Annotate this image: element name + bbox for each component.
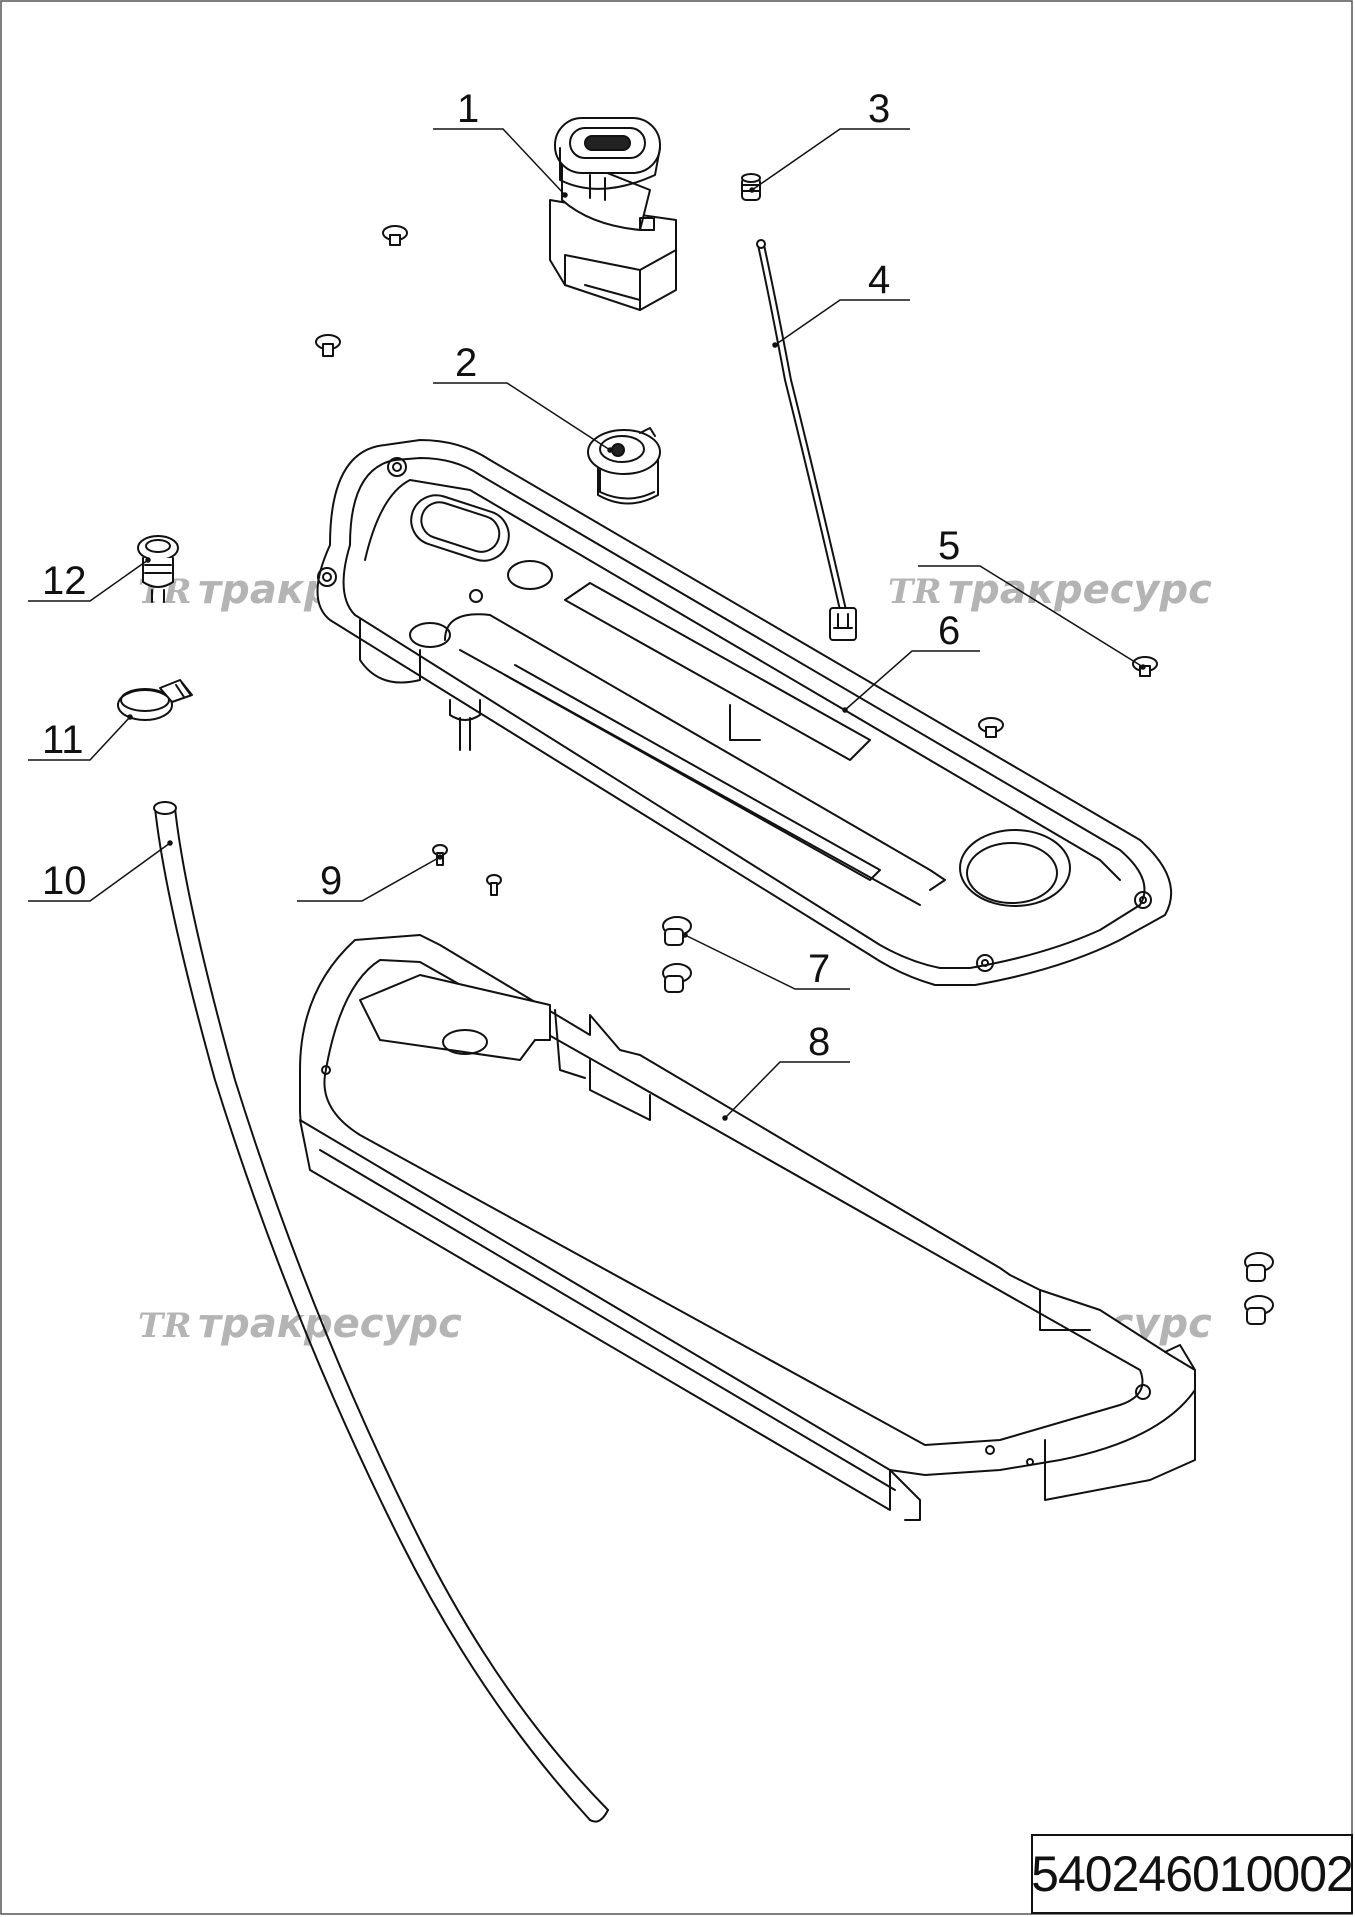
callout-5: 5 [938,524,960,568]
callout-9: 9 [320,859,342,903]
callout-numbers: 1 2 3 4 5 6 7 8 9 10 11 12 [42,87,960,1064]
part-hose-clamp [117,679,193,721]
watermark-bottom-left: TR тракресурс [138,1301,462,1347]
callout-7: 7 [808,947,830,991]
part-switch [549,117,677,311]
part-bumpers-7 [662,916,1274,1325]
part-wire-harness [756,239,857,641]
callout-11: 11 [42,718,84,762]
watermark-top-right: TR тракресурс [888,567,1212,613]
callout-3: 3 [868,87,890,131]
document-code: 540246010002 [1031,1834,1354,1914]
callout-8: 8 [808,1020,830,1064]
callout-1: 1 [457,87,479,131]
callout-6: 6 [938,609,960,653]
part-console-tray [316,439,1173,986]
part-screws-9 [432,844,502,896]
watermark-logo: TR [138,1306,192,1346]
callout-2: 2 [455,341,477,385]
part-lighter [137,535,179,603]
part-screws-5 [315,225,1158,738]
watermark-logo: TR [888,572,942,612]
part-socket [587,427,661,505]
part-mounting-frame [299,934,1196,1521]
leader-lines [28,128,1146,1121]
watermark-text: тракресурс [198,1301,462,1347]
callout-4: 4 [868,258,890,302]
watermark-text: тракресурс [948,567,1212,613]
callout-12: 12 [42,559,87,603]
callout-10: 10 [42,859,87,903]
part-hose [153,801,609,1823]
